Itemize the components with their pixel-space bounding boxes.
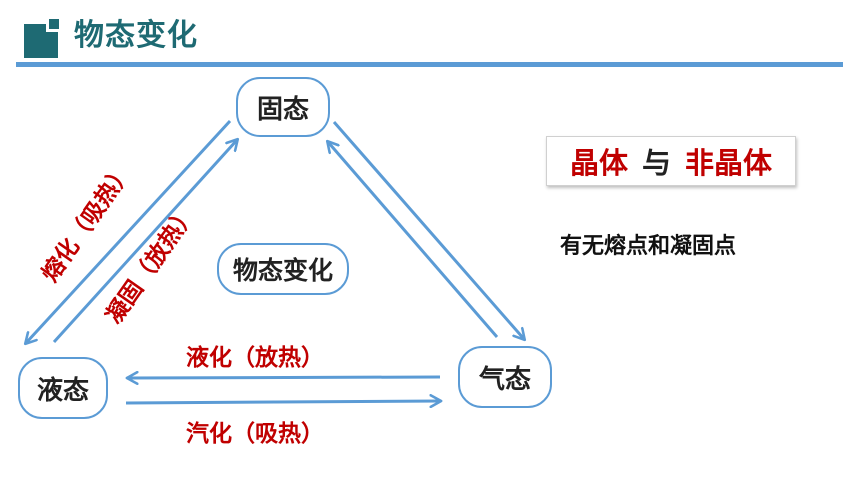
title-underline — [16, 62, 843, 67]
label-vaporization: 汽化（吸热） — [186, 421, 324, 447]
crystal-comparison-box: 晶体 与 非晶体 — [546, 136, 796, 186]
page-title: 物态变化 — [74, 18, 198, 53]
crystal-text: 晶体 — [569, 146, 628, 180]
arrow-gas-to-solid — [328, 142, 499, 338]
arrow-solid-to-liquid — [26, 119, 232, 343]
question-text: 有无熔点和凝固点 — [560, 234, 737, 259]
title-bar: 物态变化 — [0, 0, 860, 70]
arrow-liquid-to-gas — [125, 401, 440, 403]
node-gas: 气态 — [458, 346, 552, 408]
arrow-gas-to-liquid — [128, 377, 441, 378]
title-square-small-icon — [49, 19, 59, 29]
node-liquid: 液态 — [18, 357, 108, 419]
label-liquefaction: 液化（放热） — [186, 345, 324, 371]
connector-text: 与 — [641, 146, 671, 180]
node-center: 物态变化 — [217, 243, 349, 295]
node-solid: 固态 — [236, 77, 330, 137]
arrow-solid-to-gas — [332, 121, 524, 339]
amorphous-text: 非晶体 — [685, 146, 773, 180]
arrow-liquid-to-solid — [52, 140, 237, 344]
